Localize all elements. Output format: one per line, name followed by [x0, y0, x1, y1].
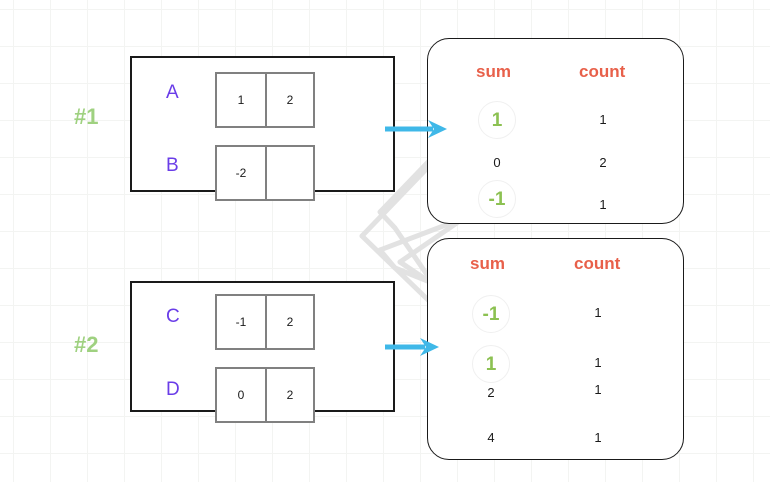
row-label-c: C — [166, 306, 180, 327]
panel-1-count-1: 2 — [599, 155, 607, 170]
group-label-1: #1 — [74, 104, 99, 129]
panel-1-count-2: 1 — [599, 197, 607, 212]
result-panel-1 — [427, 38, 684, 224]
cell-b-1 — [264, 147, 313, 199]
row-label-d: D — [166, 379, 180, 400]
value-pair-b: -2 — [215, 145, 315, 201]
cell-c-1: 2 — [264, 296, 313, 348]
value-pair-c: -1 2 — [215, 294, 315, 350]
cell-a-0: 1 — [237, 93, 245, 107]
panel-2-count-1: 1 — [594, 355, 602, 370]
input-box-group-1: A 1 2 B -2 — [130, 56, 395, 201]
row-label-a: A — [166, 82, 179, 103]
panel-2-sum-header: sum — [470, 254, 505, 273]
panel-2-count-header: count — [574, 254, 621, 273]
input-box-group-2: C -1 2 D 0 2 — [130, 281, 395, 423]
cell-d-1: 2 — [264, 369, 313, 421]
panel-1-count-header: count — [579, 62, 626, 81]
panel-2-count-3: 1 — [594, 430, 602, 445]
cell-b-0: -2 — [235, 166, 247, 180]
value-pair-a: 1 2 — [215, 72, 315, 128]
cell-a-1: 2 — [264, 74, 313, 126]
panel-2-sum-3: 4 — [487, 430, 495, 445]
panel-1-count-0: 1 — [599, 112, 607, 127]
panel-2-count-0: 1 — [594, 305, 602, 320]
panel-2-sum-0: -1 — [472, 295, 510, 333]
cell-c-0: -1 — [235, 315, 247, 329]
panel-2-sum-2: 2 — [487, 385, 495, 400]
cell-d-0: 0 — [237, 388, 245, 402]
panel-1-sum-0: 1 — [478, 101, 516, 139]
group-label-2: #2 — [74, 332, 99, 357]
panel-1-sum-1: 0 — [493, 155, 501, 170]
result-panel-2 — [427, 238, 684, 460]
panel-2-sum-1: 1 — [472, 345, 510, 383]
panel-1-sum-header: sum — [476, 62, 511, 81]
panel-2-count-2: 1 — [594, 382, 602, 397]
value-pair-d: 0 2 — [215, 367, 315, 423]
row-label-b: B — [166, 155, 179, 176]
panel-1-sum-2: -1 — [478, 180, 516, 218]
